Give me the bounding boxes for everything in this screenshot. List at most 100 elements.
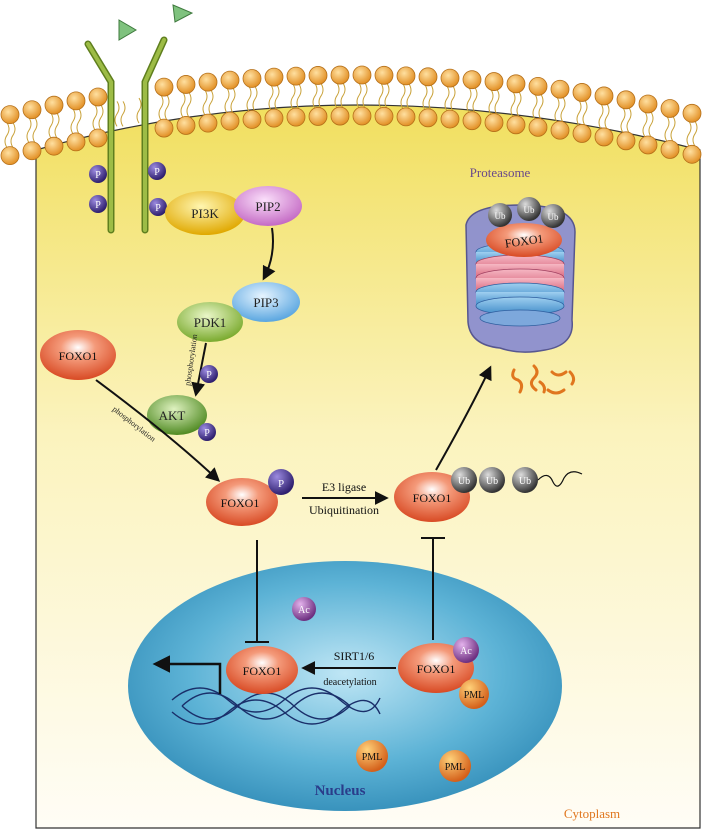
svg-text:PI3K: PI3K — [191, 206, 219, 221]
lipid-head — [396, 107, 416, 127]
lipid-head — [550, 79, 570, 99]
lipid-tail — [642, 111, 648, 138]
svg-text:FOXO1: FOXO1 — [417, 662, 456, 676]
lipid-head — [462, 111, 482, 131]
lipid-head — [594, 86, 614, 106]
svg-text:FOXO1: FOXO1 — [413, 491, 452, 505]
lipid-head — [484, 113, 504, 132]
lipid-tail — [472, 87, 478, 113]
lipid-head — [682, 103, 702, 123]
lipid-head — [286, 66, 306, 86]
lipid-tail — [384, 83, 390, 109]
lipid-head — [440, 68, 460, 88]
lipid-tail — [422, 84, 428, 111]
receptor — [84, 36, 168, 234]
lipid-head — [88, 87, 108, 107]
svg-text:PML: PML — [445, 762, 466, 773]
svg-text:Ub: Ub — [519, 476, 531, 487]
lipid-head — [528, 117, 548, 137]
membrane-tails — [4, 82, 698, 148]
lipid-tail — [400, 83, 406, 110]
lipid-head — [286, 107, 306, 127]
lipid-tail — [692, 121, 698, 147]
svg-text:P: P — [95, 170, 101, 181]
lipid-head — [660, 99, 680, 118]
lipid-head — [22, 100, 42, 120]
lipid-tail — [626, 107, 632, 134]
lipid-tail — [290, 83, 296, 110]
transcription-arrow — [152, 655, 222, 694]
acetyl-free: Ac — [292, 597, 316, 621]
lipid-head — [220, 70, 240, 90]
foxo1-phosphate: P — [268, 469, 294, 495]
lipid-head — [418, 108, 438, 128]
lipid-tail — [114, 101, 120, 127]
lipid-head — [0, 146, 20, 166]
foxo1-ubiquitinated-node: FOXO1 — [394, 472, 470, 522]
svg-text:PML: PML — [464, 690, 485, 701]
svg-text:P: P — [206, 370, 212, 381]
pdk1-node: PDK1 — [177, 302, 243, 342]
lipid-head — [682, 144, 702, 164]
lipid-tail — [164, 94, 170, 121]
lipid-head — [198, 113, 218, 133]
lipid-tail — [120, 101, 126, 127]
lipid-tail — [494, 89, 500, 115]
lipid-tail — [598, 103, 604, 130]
lipid-tail — [224, 87, 230, 114]
lipid-tail — [444, 85, 450, 112]
to-proteasome-arrow — [435, 365, 492, 471]
lipid-head — [440, 109, 460, 129]
svg-text:Ub: Ub — [524, 205, 535, 215]
svg-text:PIP2: PIP2 — [255, 199, 280, 214]
svg-text:P: P — [95, 200, 101, 211]
receptor-phosphate: P — [89, 195, 107, 213]
lipid-tail — [576, 100, 582, 126]
lipid-tail — [670, 116, 676, 142]
lipid-tail — [312, 83, 318, 109]
akt-phosphate: P — [198, 423, 216, 441]
pdk1-to-akt-arrow — [191, 342, 207, 397]
foxo1-phosphorylation-arrow — [95, 379, 221, 482]
phosphate-free: P — [200, 365, 218, 383]
lipid-head — [594, 127, 614, 147]
lipid-tail — [230, 87, 236, 114]
svg-text:Ub: Ub — [458, 476, 470, 487]
lipid-tail — [488, 89, 494, 115]
svg-text:Ac: Ac — [298, 605, 310, 616]
lipid-head — [242, 69, 262, 88]
lipid-tail — [620, 107, 626, 134]
lipid-tail — [406, 83, 412, 110]
foxo1-nuclear-node: FOXO1 — [226, 646, 298, 694]
dna-helix — [171, 687, 381, 725]
lipid-head — [462, 70, 482, 90]
membrane-inner-leaflet — [0, 106, 702, 166]
lipid-tail — [268, 84, 274, 111]
svg-text:AKT: AKT — [159, 408, 186, 423]
lipid-tail — [76, 108, 82, 135]
lipid-head — [484, 72, 504, 91]
proteasome-label: Proteasome — [470, 165, 531, 180]
lipid-head — [88, 128, 108, 148]
lipid-tail — [334, 82, 340, 109]
lipid-head — [22, 141, 42, 161]
svg-text:Ub: Ub — [486, 476, 498, 487]
lipid-tail — [604, 103, 610, 130]
lipid-tail — [252, 86, 258, 112]
lipid-tail — [362, 82, 368, 109]
lipid-tail — [180, 92, 186, 118]
lipid-head — [220, 111, 240, 131]
lipid-tail — [318, 83, 324, 109]
lipid-tail — [532, 94, 538, 120]
lipid-head — [154, 77, 174, 97]
sirt-label: SIRT1/6 — [334, 649, 375, 663]
lipid-head — [638, 94, 658, 114]
deacetylation-label: deacetylation — [323, 677, 376, 688]
lipid-tail — [356, 82, 362, 109]
pml-bound: PML — [459, 679, 489, 709]
lipid-head — [330, 65, 350, 85]
lipid-tail — [202, 89, 208, 116]
svg-text:PDK1: PDK1 — [194, 315, 227, 330]
lipid-tail — [554, 96, 560, 123]
lipid-head — [660, 140, 680, 159]
